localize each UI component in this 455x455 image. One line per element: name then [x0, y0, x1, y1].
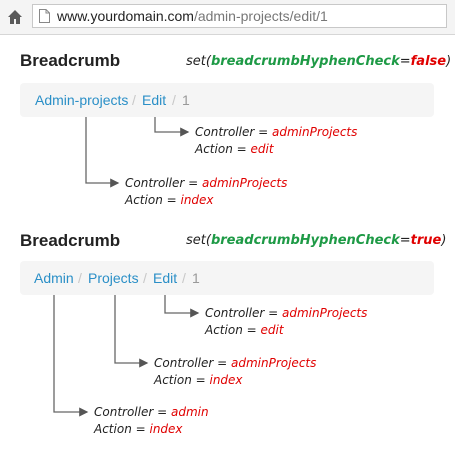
set-equals: = — [399, 54, 411, 69]
breadcrumb-1: Admin-projects / Edit / 1 — [20, 83, 434, 117]
breadcrumb-link-projects[interactable]: Projects — [88, 270, 139, 286]
breadcrumb-separator: / — [78, 270, 82, 286]
set-suffix: ) — [446, 54, 452, 69]
action-value: index — [209, 373, 243, 387]
route-note: Controller = adminProjects Action = inde… — [125, 175, 287, 209]
section-1-set-call: set(breadcrumbHyphenCheck=false) — [186, 54, 451, 69]
action-value: edit — [250, 142, 274, 156]
breadcrumb-active-item: 1 — [182, 92, 190, 108]
action-value: index — [149, 422, 183, 436]
breadcrumb-link-edit[interactable]: Edit — [142, 92, 167, 108]
connector-arrow — [85, 117, 120, 188]
breadcrumb-separator: / — [182, 270, 186, 286]
url-text: www.yourdomain.com/admin-projects/edit/1 — [57, 8, 328, 24]
set-prefix: set( — [186, 54, 211, 69]
action-value: edit — [260, 323, 284, 337]
connector-arrow — [114, 295, 149, 368]
action-label: Action = — [195, 142, 251, 156]
route-note: Controller = adminProjects Action = edit — [195, 124, 357, 158]
route-note: Controller = admin Action = index — [94, 404, 209, 438]
section-2-set-call: set(breadcrumbHyphenCheck=true) — [186, 233, 446, 248]
set-prefix: set( — [186, 233, 211, 248]
section-2-title: Breadcrumb — [20, 231, 121, 250]
url-path: /admin-projects/edit/1 — [193, 8, 328, 24]
home-icon[interactable] — [7, 9, 23, 25]
breadcrumb-2: Admin / Projects / Edit / 1 — [20, 261, 434, 295]
controller-value: admin — [170, 405, 209, 419]
controller-value: adminProjects — [230, 356, 317, 370]
breadcrumb-separator: / — [172, 92, 176, 108]
breadcrumb-separator: / — [132, 92, 136, 108]
url-domain: www.yourdomain.com — [57, 8, 194, 24]
breadcrumb-link-edit[interactable]: Edit — [153, 270, 178, 286]
connector-arrow — [154, 117, 190, 137]
set-value: true — [410, 233, 442, 248]
action-label: Action = — [125, 193, 181, 207]
controller-value: adminProjects — [271, 125, 358, 139]
breadcrumb-separator: / — [143, 270, 147, 286]
controller-label: Controller = — [125, 176, 202, 190]
action-label: Action = — [94, 422, 150, 436]
set-param: breadcrumbHyphenCheck — [210, 54, 400, 69]
route-note: Controller = adminProjects Action = edit — [205, 305, 367, 339]
browser-toolbar: www.yourdomain.com/admin-projects/edit/1 — [0, 0, 455, 35]
controller-label: Controller = — [195, 125, 272, 139]
controller-value: adminProjects — [201, 176, 288, 190]
connector-arrow — [164, 295, 200, 318]
section-1-title: Breadcrumb — [20, 51, 121, 70]
breadcrumb-link-admin[interactable]: Admin — [34, 270, 74, 286]
route-note: Controller = adminProjects Action = inde… — [154, 355, 316, 389]
breadcrumb-link-admin-projects[interactable]: Admin-projects — [35, 92, 129, 108]
action-value: index — [180, 193, 214, 207]
action-label: Action = — [205, 323, 261, 337]
action-label: Action = — [154, 373, 210, 387]
controller-label: Controller = — [94, 405, 171, 419]
address-bar[interactable]: www.yourdomain.com/admin-projects/edit/1 — [32, 4, 447, 28]
page-icon — [39, 9, 50, 23]
set-param: breadcrumbHyphenCheck — [210, 233, 400, 248]
set-suffix: ) — [441, 233, 447, 248]
set-value: false — [410, 54, 447, 69]
controller-value: adminProjects — [281, 306, 368, 320]
controller-label: Controller = — [154, 356, 231, 370]
set-equals: = — [399, 233, 411, 248]
controller-label: Controller = — [205, 306, 282, 320]
connector-arrow — [53, 295, 89, 417]
breadcrumb-active-item: 1 — [192, 270, 200, 286]
